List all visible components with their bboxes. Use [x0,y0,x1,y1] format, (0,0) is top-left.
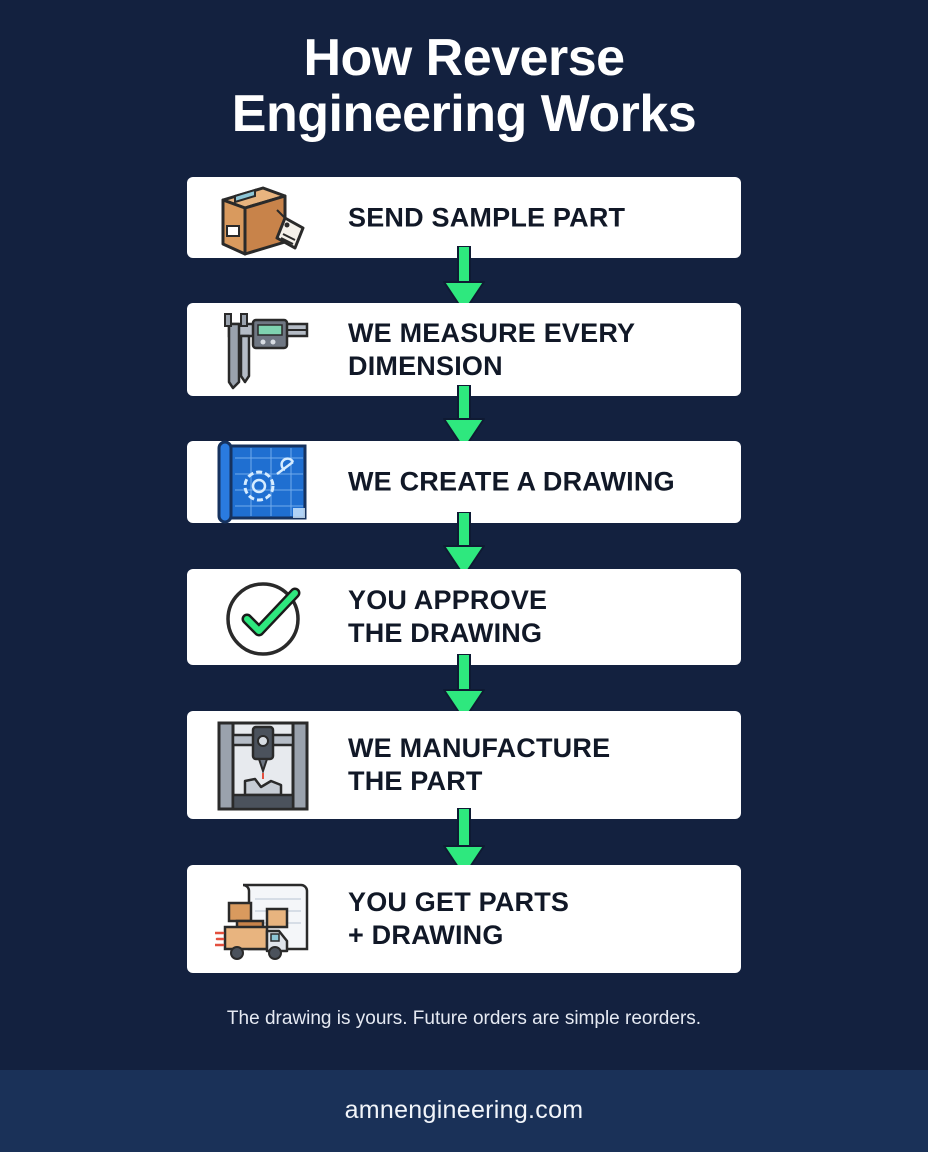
title-line-1: How Reverse [303,29,625,87]
step-card-create-drawing: WE CREATE A DRAWING [187,440,741,524]
step-label: SEND SAMPLE PART [348,202,626,232]
step-label: WE CREATE A DRAWING [348,466,675,497]
footer-bar: amnengineering.com [0,1070,928,1152]
step-label: YOU APPROVE THE DRAWING [348,585,548,648]
blueprint-icon [215,434,311,530]
step-card-send-sample: SEND SAMPLE PART [187,177,741,258]
step-card-get-parts: YOU GET PARTS + DRAWING [187,865,741,973]
page-title: How Reverse Engineering Works [0,30,928,142]
website-link[interactable]: amnengineering.com [344,1096,584,1124]
shipping-box-icon [215,170,311,266]
arrow-down-icon [442,512,486,578]
arrow-down-icon [442,385,486,451]
step-label: WE MEASURE EVERY DIMENSION [348,317,636,381]
title-line-2: Engineering Works [231,85,697,143]
footer-note: The drawing is yours. Future orders are … [226,1008,702,1029]
caliper-icon [215,302,311,398]
step-label: YOU GET PARTS + DRAWING [348,887,570,950]
delivery-truck-icon [215,871,311,967]
cnc-machine-icon [215,717,311,813]
step-label: WE MANUFACTURE THE PART [348,733,611,796]
step-card-manufacture: WE MANUFACTURE THE PART [187,711,741,819]
arrow-down-icon [442,246,486,314]
step-card-approve: YOU APPROVE THE DRAWING [187,569,741,665]
arrow-down-icon [442,654,486,722]
step-card-measure: WE MEASURE EVERY DIMENSION [187,303,741,396]
checkmark-circle-icon [215,569,311,665]
arrow-down-icon [442,808,486,878]
